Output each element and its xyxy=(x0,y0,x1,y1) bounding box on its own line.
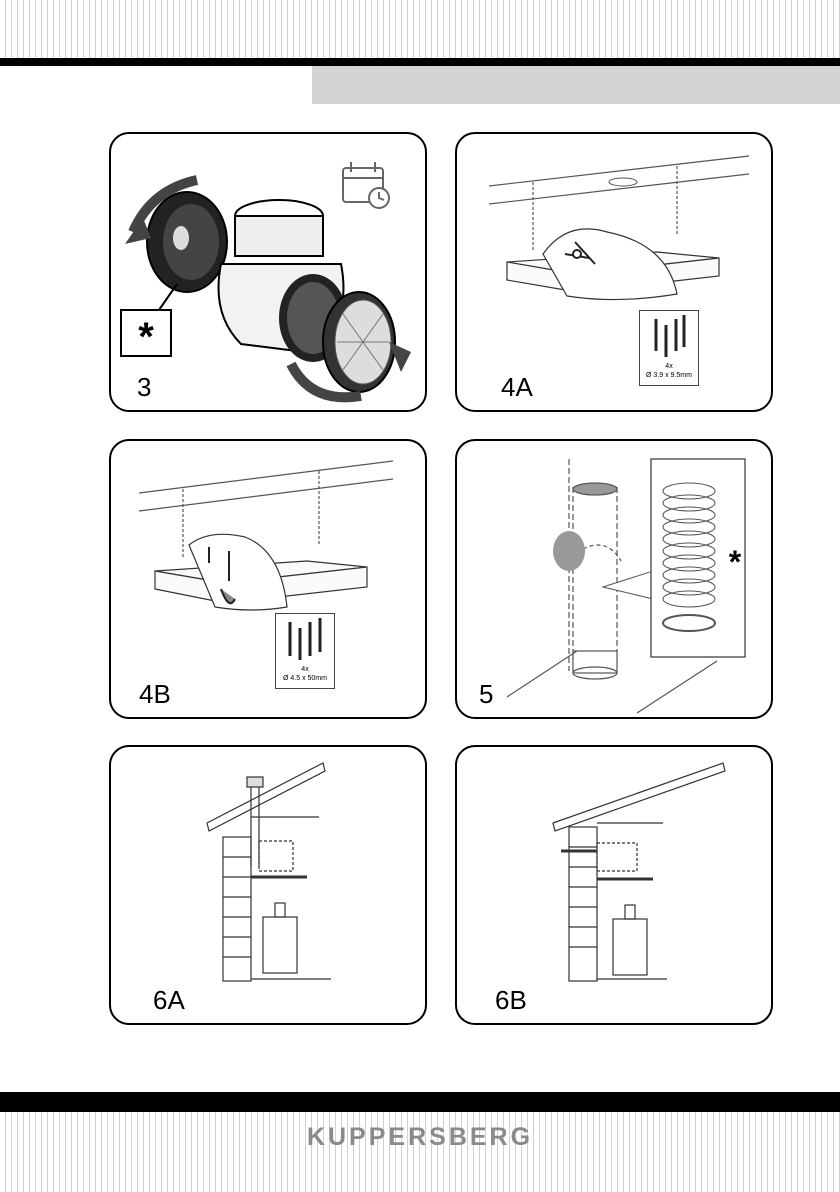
screw-kit-box: 4x Ø 3.9 x 9.5mm xyxy=(639,310,699,386)
grease-filter-left xyxy=(125,180,227,292)
screw-size: Ø 3.9 x 9.5mm xyxy=(640,372,698,379)
step-6a-panel: 6A xyxy=(109,745,427,1025)
asterisk-marker: * xyxy=(729,544,742,580)
step-label: 6B xyxy=(495,987,527,1013)
step-label: 4B xyxy=(139,681,171,707)
screw-icon xyxy=(276,614,334,664)
wall-opening xyxy=(553,531,585,571)
duct-illustration: * xyxy=(457,441,773,719)
roof xyxy=(207,763,325,831)
roof xyxy=(553,763,725,831)
step-label: 3 xyxy=(137,374,151,400)
wall-exhaust-illustration xyxy=(457,747,773,1025)
step-6b-panel: 6B xyxy=(455,745,773,1025)
step-label: 5 xyxy=(479,681,493,707)
step-3-panel: * 3 xyxy=(109,132,427,412)
footer-bar xyxy=(0,1092,840,1112)
detail-callout xyxy=(543,229,677,300)
hood-mounting-illustration xyxy=(457,134,773,412)
cabinet-lines xyxy=(139,461,393,559)
screw-icon xyxy=(640,311,698,361)
step-4b-panel: 4x Ø 4.5 x 50mm 4B xyxy=(109,439,427,719)
brand-logo: KUPPERSBERG xyxy=(0,1123,840,1152)
screw-kit-box: 4x Ø 4.5 x 50mm xyxy=(275,613,335,689)
header-stripes xyxy=(0,0,840,58)
roof-exhaust-illustration xyxy=(111,747,427,1025)
step-5-panel: * 5 xyxy=(455,439,773,719)
header-gray-band xyxy=(312,66,840,104)
step-label: 6A xyxy=(153,987,185,1013)
hood-fixing-illustration xyxy=(111,441,427,719)
brick-wall xyxy=(223,837,251,981)
stove xyxy=(263,917,297,973)
step-label: 4A xyxy=(501,374,533,400)
screw-size: Ø 4.5 x 50mm xyxy=(276,675,334,682)
screw-quantity: 4x xyxy=(276,666,334,673)
calendar-icon xyxy=(343,162,389,208)
fan-filter-illustration: * xyxy=(111,134,427,412)
asterisk-marker: * xyxy=(138,315,154,359)
chimney-cap xyxy=(247,777,263,787)
screw-quantity: 4x xyxy=(640,363,698,370)
header-bar xyxy=(0,58,840,66)
step-4a-panel: 4x Ø 3.9 x 9.5mm 4A xyxy=(455,132,773,412)
stove xyxy=(613,919,647,975)
